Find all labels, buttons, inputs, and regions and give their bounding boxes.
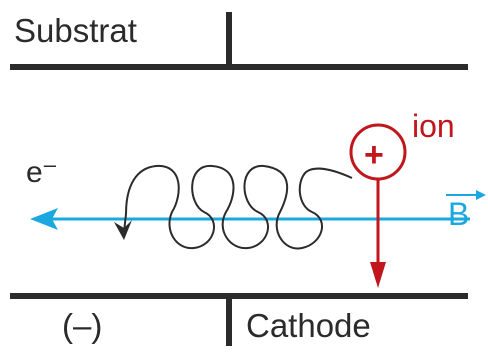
electron-helix-path [123, 164, 353, 250]
ion-arrowhead [370, 262, 386, 288]
magnetic-field-arrowhead [30, 208, 58, 230]
electron-symbol: e [26, 156, 43, 189]
ion-label: ion [412, 108, 455, 144]
electron-label: e– [26, 154, 56, 188]
electron-charge: – [43, 152, 56, 177]
cathode-polarity-label: (–) [62, 307, 103, 344]
substrate-label: Substrat [14, 12, 137, 49]
electron-arrowhead [114, 220, 132, 240]
cathode-label: Cathode [246, 307, 371, 344]
b-vector-arrowhead [476, 190, 486, 200]
magnetic-field-label: B [448, 196, 470, 232]
ion-charge: + [364, 136, 384, 174]
